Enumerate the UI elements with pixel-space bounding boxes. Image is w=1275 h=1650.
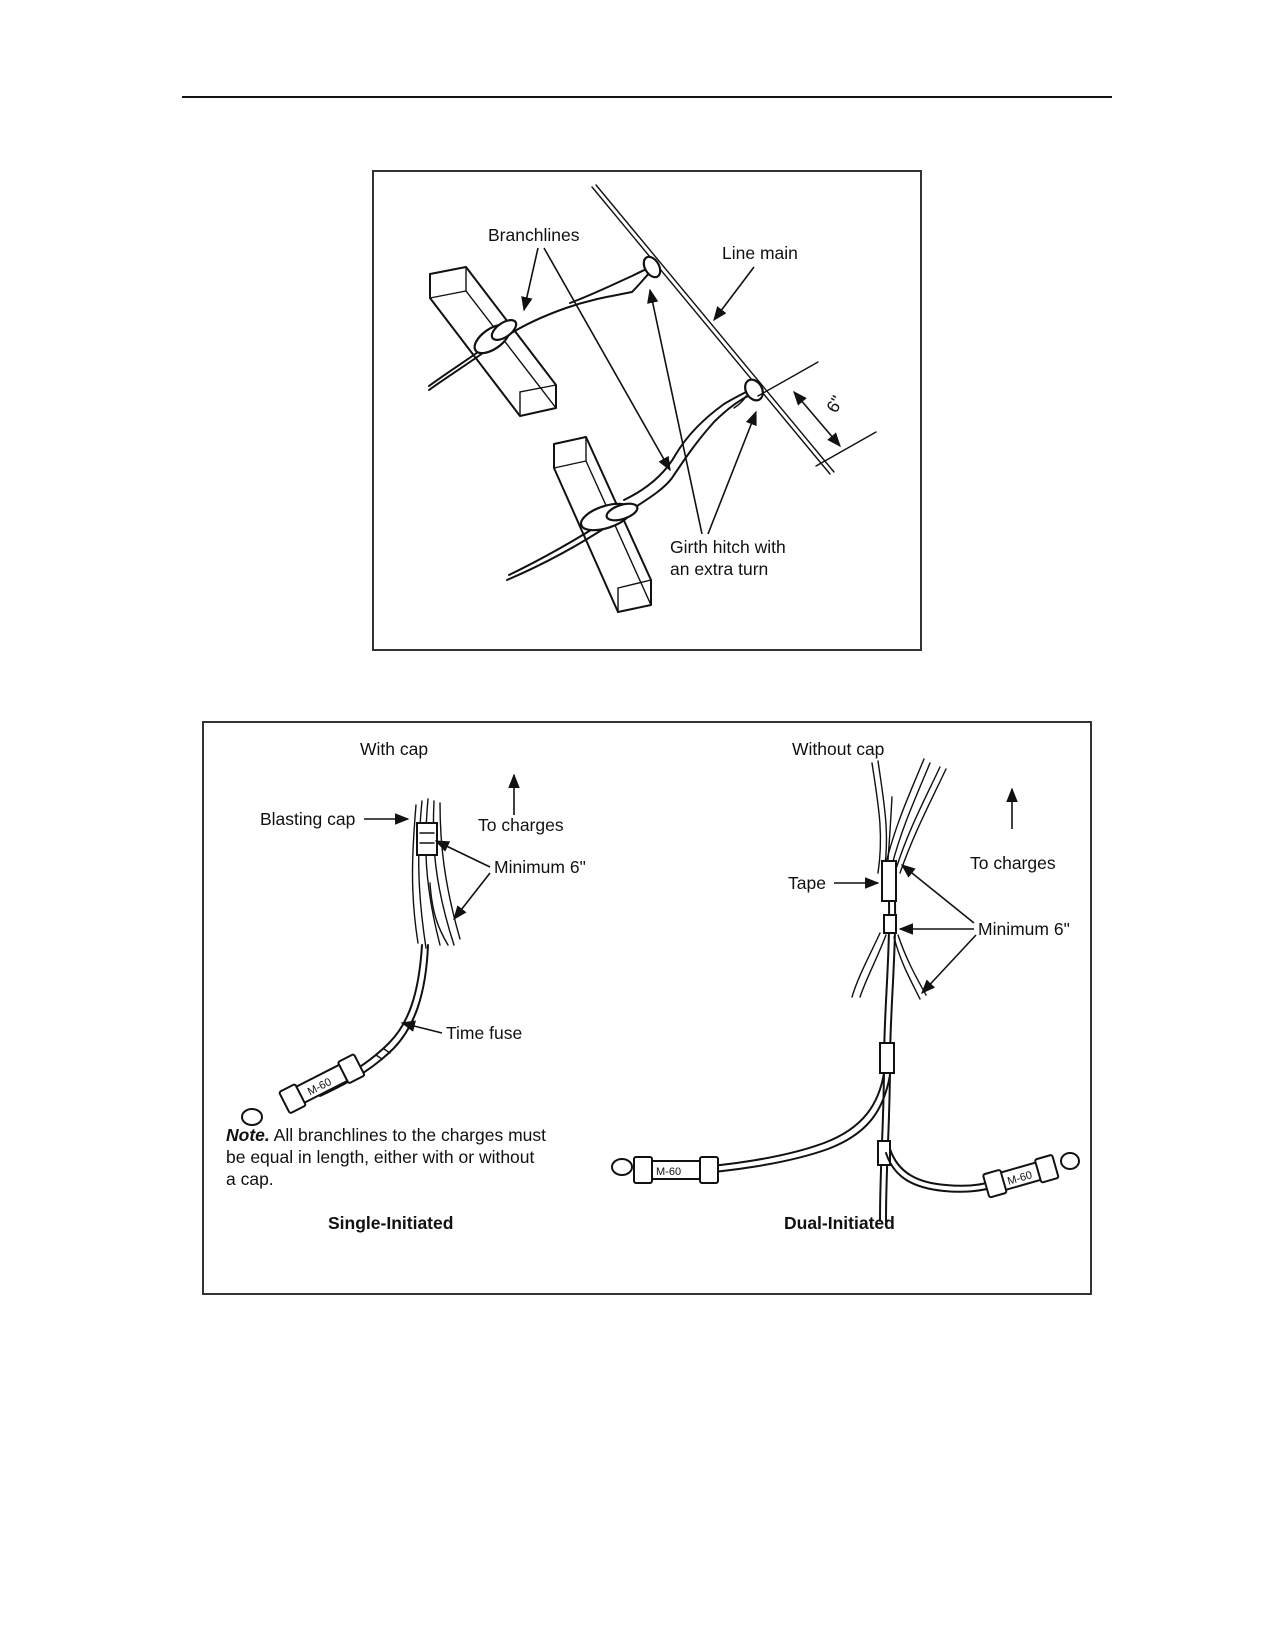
figure-initiation-box: With cap M-60 Blasting cap [202,721,1092,1295]
single-minimum-arrow-2 [453,872,491,921]
six-inch-dimension: 6" [757,361,877,467]
dual-right-pull-ring [1060,1152,1080,1170]
girth-hitch-label-1: Girth hitch with [670,537,786,557]
dual-left-pull-ring [611,1158,633,1176]
lower-girth-hitch [744,378,764,402]
line-main-cord [591,184,835,475]
dual-to-charges-label: To charges [970,853,1056,873]
branchlines-arrow-1 [521,247,539,312]
girth-hitch-label-2: an extra turn [670,559,768,579]
note-label: Note. [226,1125,270,1145]
tape-wrap-upper [881,860,897,902]
dual-right-m60-igniter: M-60 [982,1152,1080,1199]
girth-hitch-diagram: 6" Branchlines Line main Girth hitch wit… [428,184,877,613]
dual-minimum-arrow-1 [900,864,975,924]
single-initiated-caption: Single-Initiated [328,1213,453,1233]
single-pull-ring [241,1108,263,1126]
single-minimum-label: Minimum 6" [494,857,586,877]
girth-hitch-arrow-1 [647,288,703,535]
note-line-3: a cap. [226,1169,274,1189]
blasting-cap [416,822,438,856]
dual-left-m60-igniter: M-60 [611,1156,719,1184]
initiation-diagram: With cap M-60 Blasting cap [226,739,1080,1233]
upper-girth-hitch [642,255,662,279]
dual-left-fuse [683,1072,891,1175]
time-fuse-label: Time fuse [446,1023,522,1043]
upper-branchline [428,255,662,391]
line-main-arrow [713,266,755,322]
note-line-1-text: All branchlines to the charges must [270,1125,546,1145]
dual-minimum-label: Minimum 6" [978,919,1070,939]
single-m60-igniter: M-60 [241,1053,366,1126]
header-rule [182,96,1112,98]
tape-wrap-lower [883,914,897,934]
branchlines-arrow-2 [543,247,671,472]
with-cap-heading: With cap [360,739,428,759]
dual-right-fuse [885,1148,995,1193]
time-fuse-arrow [400,1020,443,1034]
dimension-label: 6" [822,392,847,416]
note-line-1: Note. All branchlines to the charges mus… [226,1125,546,1145]
dual-left-m60-label: M-60 [656,1166,681,1178]
dual-branchline-bundle [851,758,947,1000]
dual-minimum-arrow-3 [921,934,977,995]
branchlines-label: Branchlines [488,225,580,245]
tape-wrap-bottom [877,1140,891,1166]
dual-initiated-caption: Dual-Initiated [784,1213,895,1233]
note-line-2: be equal in length, either with or witho… [226,1147,535,1167]
girth-hitch-arrow-2 [707,410,757,535]
tape-wrap-junction [879,1042,895,1074]
lower-branchline [506,378,764,581]
figure-girth-hitch-box: 6" Branchlines Line main Girth hitch wit… [372,170,922,651]
tape-label: Tape [788,873,826,893]
without-cap-heading: Without cap [792,739,884,759]
single-to-charges-label: To charges [478,815,564,835]
single-branchline-bundle [411,798,461,949]
blasting-cap-label: Blasting cap [260,809,355,829]
single-minimum-arrow-1 [434,840,491,868]
line-main-label: Line main [722,243,798,263]
